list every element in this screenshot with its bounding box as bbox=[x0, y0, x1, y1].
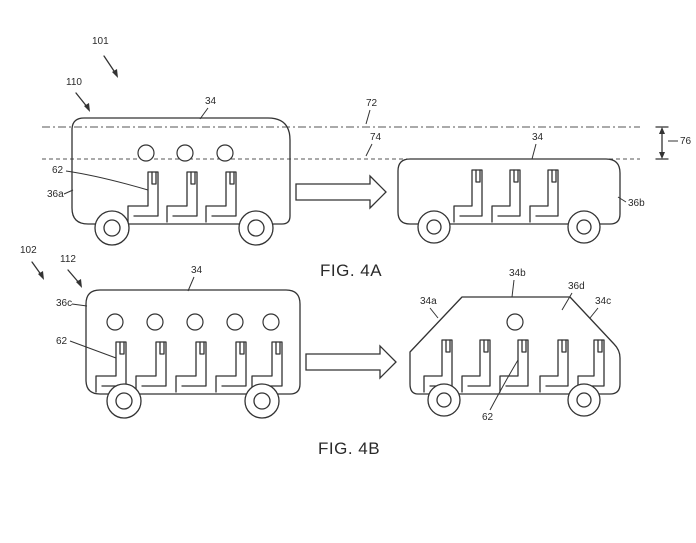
wheel-hub bbox=[576, 219, 592, 235]
wheel-hub bbox=[115, 392, 133, 410]
ref-62-leader bbox=[65, 170, 149, 191]
ref-36c-leader bbox=[71, 303, 88, 307]
ref-34c: 34c bbox=[595, 296, 611, 307]
wheel-hub bbox=[576, 392, 592, 408]
seat-headrest bbox=[521, 339, 527, 353]
ref-110-arrowhead bbox=[84, 103, 90, 112]
wheel-hub bbox=[103, 219, 121, 237]
ref-110: 110 bbox=[66, 77, 82, 88]
seat-headrest bbox=[190, 171, 196, 185]
ref-36b: 36b bbox=[628, 198, 645, 209]
seat-headrest bbox=[597, 339, 603, 353]
seat-headrest bbox=[275, 341, 281, 355]
ref-34c-leader bbox=[589, 307, 599, 319]
occupant-head bbox=[106, 313, 124, 331]
ref-101-arrowhead bbox=[112, 69, 118, 78]
ref-62-right-leader bbox=[489, 359, 519, 411]
ref-34-right: 34 bbox=[532, 132, 544, 143]
occupant-head bbox=[186, 313, 204, 331]
ref-62: 62 bbox=[52, 165, 64, 176]
ref-34b-leader bbox=[511, 279, 515, 298]
seat bbox=[175, 341, 207, 393]
ref-36b-leader bbox=[617, 196, 627, 203]
seat-headrest bbox=[445, 339, 451, 353]
ref-72-leader bbox=[365, 109, 371, 125]
ref-102-arrowhead bbox=[38, 271, 44, 280]
transition-arrow-4b bbox=[305, 344, 397, 380]
seat bbox=[499, 339, 529, 393]
seat-headrest bbox=[561, 339, 567, 353]
ref-112: 112 bbox=[60, 254, 76, 265]
dimension-76-arrowheads bbox=[659, 127, 665, 159]
seat bbox=[205, 171, 237, 223]
seat bbox=[215, 341, 247, 393]
ref-36a: 36a bbox=[47, 189, 64, 200]
wheel-hub bbox=[436, 392, 452, 408]
vehicle-36d-body bbox=[409, 296, 621, 395]
seat bbox=[539, 339, 569, 393]
seat-headrest bbox=[199, 341, 205, 355]
occupant-head bbox=[176, 144, 194, 162]
vehicle-36c-body bbox=[85, 289, 301, 395]
ref-72: 72 bbox=[366, 98, 378, 109]
seat-headrest bbox=[229, 171, 235, 185]
transition-arrow-4a bbox=[295, 174, 387, 210]
seat-headrest bbox=[475, 169, 481, 183]
seat bbox=[135, 341, 167, 393]
seat bbox=[577, 339, 605, 393]
ref-34a-leader bbox=[429, 307, 439, 319]
seat-headrest bbox=[513, 169, 519, 183]
seat bbox=[491, 169, 521, 223]
vehicle-36a-body bbox=[71, 117, 291, 225]
seat bbox=[461, 339, 491, 393]
ref-36a-leader bbox=[63, 189, 74, 195]
ref-34a: 34a bbox=[420, 296, 437, 307]
occupant-head bbox=[262, 313, 280, 331]
ref-34-left-leader bbox=[199, 107, 209, 120]
seat-headrest bbox=[119, 341, 125, 355]
ref-36c: 36c bbox=[56, 298, 72, 309]
seat-headrest bbox=[483, 339, 489, 353]
seat bbox=[529, 169, 559, 223]
seat-headrest bbox=[239, 341, 245, 355]
seat bbox=[453, 169, 483, 223]
seat bbox=[166, 171, 198, 223]
figure-caption-4a: FIG. 4A bbox=[320, 261, 382, 280]
figure-caption-4b: FIG. 4B bbox=[318, 439, 380, 458]
ref-62-left-leader bbox=[69, 340, 117, 359]
vehicle-36b-body bbox=[397, 158, 621, 225]
ref-34b: 34b bbox=[509, 268, 526, 279]
wheel-hub bbox=[426, 219, 442, 235]
wheel-hub bbox=[253, 392, 271, 410]
ref-76: 76 bbox=[680, 136, 692, 147]
ref-34: 34 bbox=[191, 265, 203, 276]
ref-34-right-leader bbox=[531, 143, 537, 160]
ref-112-arrowhead bbox=[76, 279, 82, 288]
ref-74-leader bbox=[365, 143, 373, 157]
ref-34-leader bbox=[187, 276, 195, 292]
occupant-head bbox=[216, 144, 234, 162]
fig-4a: 101 110 76 72 74 34 36a bbox=[42, 36, 692, 280]
occupant-head bbox=[226, 313, 244, 331]
seat bbox=[127, 171, 159, 223]
fig-4b: 102 112 34 36c 62 bbox=[20, 245, 621, 458]
ref-62-left: 62 bbox=[56, 336, 68, 347]
occupant-head bbox=[146, 313, 164, 331]
ref-36d: 36d bbox=[568, 281, 585, 292]
wheel-hub bbox=[247, 219, 265, 237]
ref-34-left: 34 bbox=[205, 96, 217, 107]
seat-headrest bbox=[151, 171, 157, 185]
ref-102: 102 bbox=[20, 245, 37, 256]
occupant-head bbox=[137, 144, 155, 162]
occupant-head bbox=[506, 313, 524, 331]
seat bbox=[251, 341, 283, 393]
ref-101: 101 bbox=[92, 36, 109, 47]
seat-headrest bbox=[551, 169, 557, 183]
ref-62-right: 62 bbox=[482, 412, 494, 423]
seat-headrest bbox=[159, 341, 165, 355]
ref-36d-leader bbox=[561, 292, 573, 311]
ref-74: 74 bbox=[370, 132, 382, 143]
